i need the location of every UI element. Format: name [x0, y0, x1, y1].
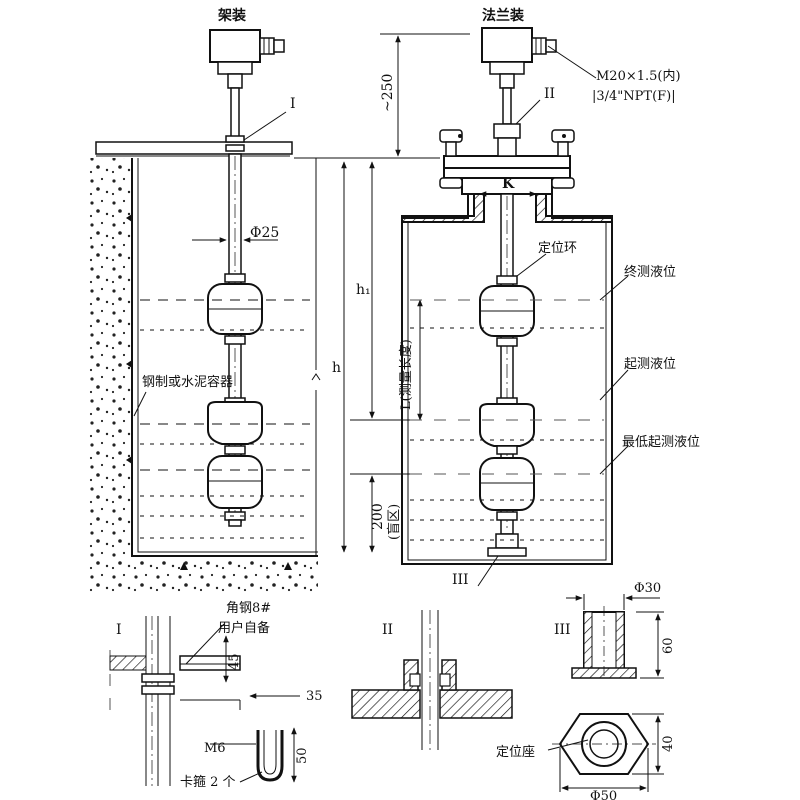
flange-bolts [439, 129, 575, 189]
dia50-label: Φ50 [590, 789, 617, 800]
flange-plate-left [351, 689, 421, 719]
angle-steel-bar [95, 141, 293, 155]
positioning-ring [496, 275, 518, 285]
h-label: h [332, 360, 341, 376]
concrete-floor [88, 556, 318, 594]
detail-II-title: II [382, 622, 393, 638]
weld-mark [126, 456, 132, 464]
title-rack-mount: 架装 [217, 7, 247, 24]
concrete-wall-left [88, 158, 132, 563]
float-middle-left [207, 401, 263, 445]
cable-gland-right [531, 37, 547, 55]
dia25-label: Φ25 [250, 225, 279, 241]
u-clamp [256, 730, 284, 782]
thread-spec-1: M20×1.5(内) [596, 68, 681, 84]
switch-housing-left [209, 29, 261, 63]
dim-50-label: 50 [295, 747, 310, 764]
positioning-seat-label: 定位座 [496, 745, 535, 760]
min-start-level-label: 最低起测液位 [622, 435, 700, 450]
h1-label: h₁ [356, 282, 371, 298]
detail-I: I 角钢8# 用户自备 45 35 M6 50 卡箍 2 个 [109, 601, 323, 790]
dim-200-label: 200 [370, 503, 386, 530]
start-level-label: 起测液位 [624, 357, 676, 372]
dim-60-label: 60 [661, 637, 676, 654]
rack-mount-assembly: Φ25 I 钢制或水泥容器 架装 [88, 7, 321, 594]
title-flange-mount: 法兰装 [482, 7, 525, 24]
M6-label: M6 [204, 741, 226, 756]
dim-40-label: 40 [661, 735, 676, 752]
final-level-label: 终测液位 [624, 264, 676, 280]
clip-label: 卡箍 2 个 [180, 774, 236, 790]
flange-plate-right [439, 689, 513, 719]
blind-zone-label: (盲区) [386, 504, 402, 540]
upper-flange [443, 155, 571, 169]
dia30-label: Φ30 [634, 581, 661, 596]
coupling [493, 123, 521, 139]
container-inner-wall [137, 158, 318, 553]
cable-gland-left [259, 37, 275, 55]
detail-II: II [351, 610, 513, 750]
angle-steel-label: 角钢8# [226, 601, 271, 616]
container-label: 钢制或水泥容器 [142, 374, 233, 390]
dim-35-label: 35 [306, 689, 323, 704]
detail-III-title: III [554, 622, 571, 638]
positioning-seat [495, 533, 519, 549]
dim-45-label: 45 [227, 653, 242, 670]
weld-mark [126, 360, 132, 368]
L-measure-label: L(测量长度) [398, 339, 414, 410]
detail-III: III Φ30 60 定位座 40 Φ50 [496, 581, 676, 800]
detail-I-title: I [116, 622, 122, 638]
weld-mark [126, 214, 132, 222]
weld-mark [180, 562, 188, 570]
detail-II-callout: II [544, 86, 555, 102]
K-label: K [502, 176, 515, 192]
weld-mark [284, 562, 292, 570]
float-middle-right [479, 403, 535, 447]
vertical-dimensions: h h₁ L(测量长度) 200 (盲区) ~250 [294, 33, 470, 553]
float-lower-right [479, 457, 535, 511]
positioning-ring-label: 定位环 [538, 241, 577, 256]
float-lower-left [207, 455, 263, 509]
switch-housing-right [481, 27, 533, 63]
dim-250-label: ~250 [380, 74, 396, 112]
thread-spec-2: |3/4"NPT(F)| [592, 89, 676, 104]
user-supplied-label: 用户自备 [218, 620, 270, 636]
detail-III-callout: III [452, 572, 469, 588]
container-wall [131, 158, 318, 557]
tank-wall [401, 222, 613, 565]
detail-I-callout: I [290, 96, 296, 112]
flange-mount-assembly: K II 定位环 III [401, 7, 700, 588]
